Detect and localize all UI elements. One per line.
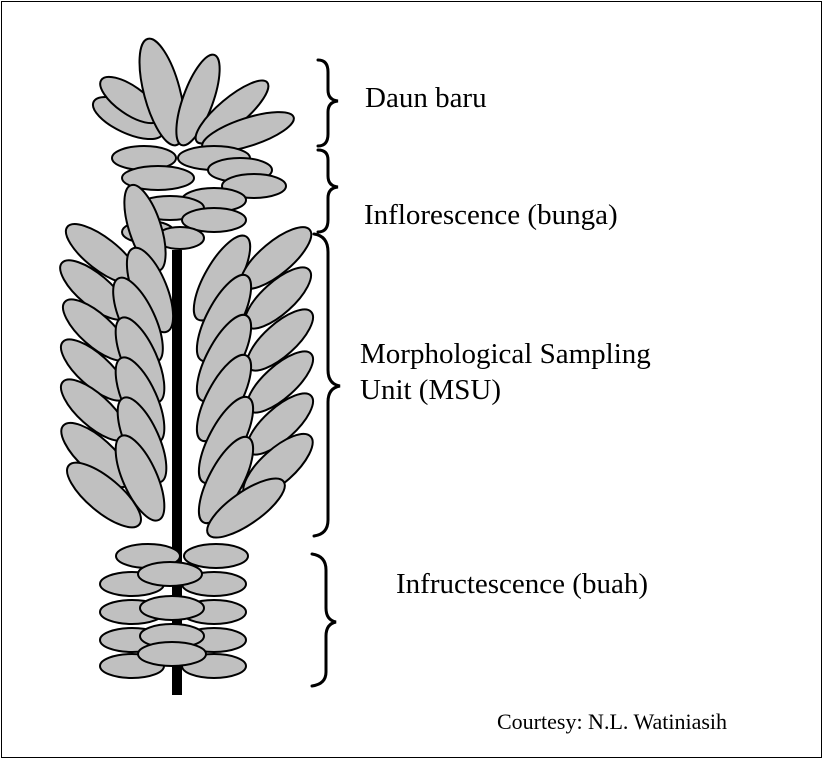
courtesy-credit: Courtesy: N.L. Watiniasih (497, 708, 727, 736)
label-inflorescence: Inflorescence (bunga) (364, 197, 618, 233)
new-leaves-cluster (87, 34, 298, 160)
brace-msu (314, 234, 340, 536)
brace-inflorescence (318, 150, 338, 232)
infructescence-cluster (100, 544, 248, 678)
label-msu: Morphological Sampling Unit (MSU) (360, 336, 651, 408)
msu-left-leaves (52, 180, 183, 537)
label-new-leaves: Daun baru (365, 80, 487, 116)
brace-infructescence (312, 554, 336, 686)
label-msu-line1: Morphological Sampling (360, 336, 651, 372)
label-infructescence: Infructescence (buah) (396, 566, 648, 602)
label-msu-line2: Unit (MSU) (360, 372, 651, 408)
brace-new-leaves (318, 60, 338, 146)
msu-right-leaves (183, 217, 322, 547)
